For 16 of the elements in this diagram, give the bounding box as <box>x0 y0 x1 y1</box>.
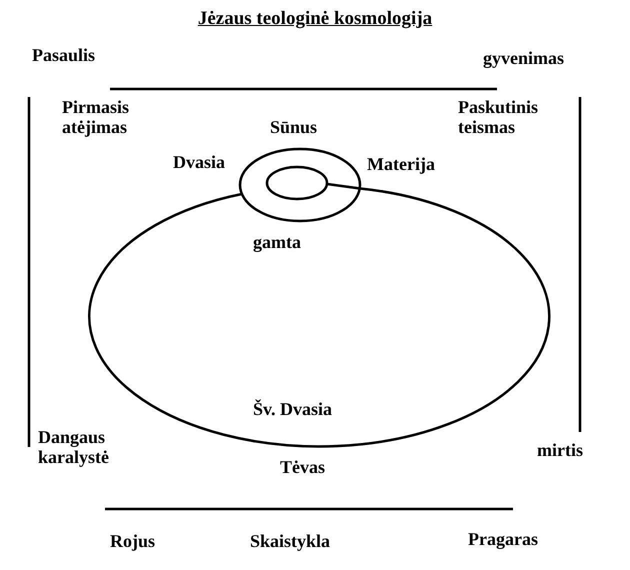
region-label: Materija <box>367 154 435 174</box>
region-label: Skaistykla <box>250 531 330 552</box>
diagram-title: Jėzaus teologinė kosmologija <box>196 8 434 30</box>
region-label: Tėvas <box>280 457 325 478</box>
region-label: gyvenimas <box>483 48 564 68</box>
region-label: Pragaras <box>468 529 538 550</box>
region-label: Paskutinis teismas <box>458 97 540 138</box>
region-label: mirtis <box>537 440 583 460</box>
region-label: Pirmasis atėjimas <box>62 97 130 138</box>
region-label: Dvasia <box>173 152 226 172</box>
region-label: gamta <box>253 232 301 252</box>
region-label: Sūnus <box>270 117 318 138</box>
region-label: Šv. Dvasia <box>253 399 332 420</box>
region-label: Rojus <box>110 531 156 552</box>
region-label: Pasaulis <box>32 45 96 66</box>
region-label: Dangaus karalystė <box>38 427 110 468</box>
